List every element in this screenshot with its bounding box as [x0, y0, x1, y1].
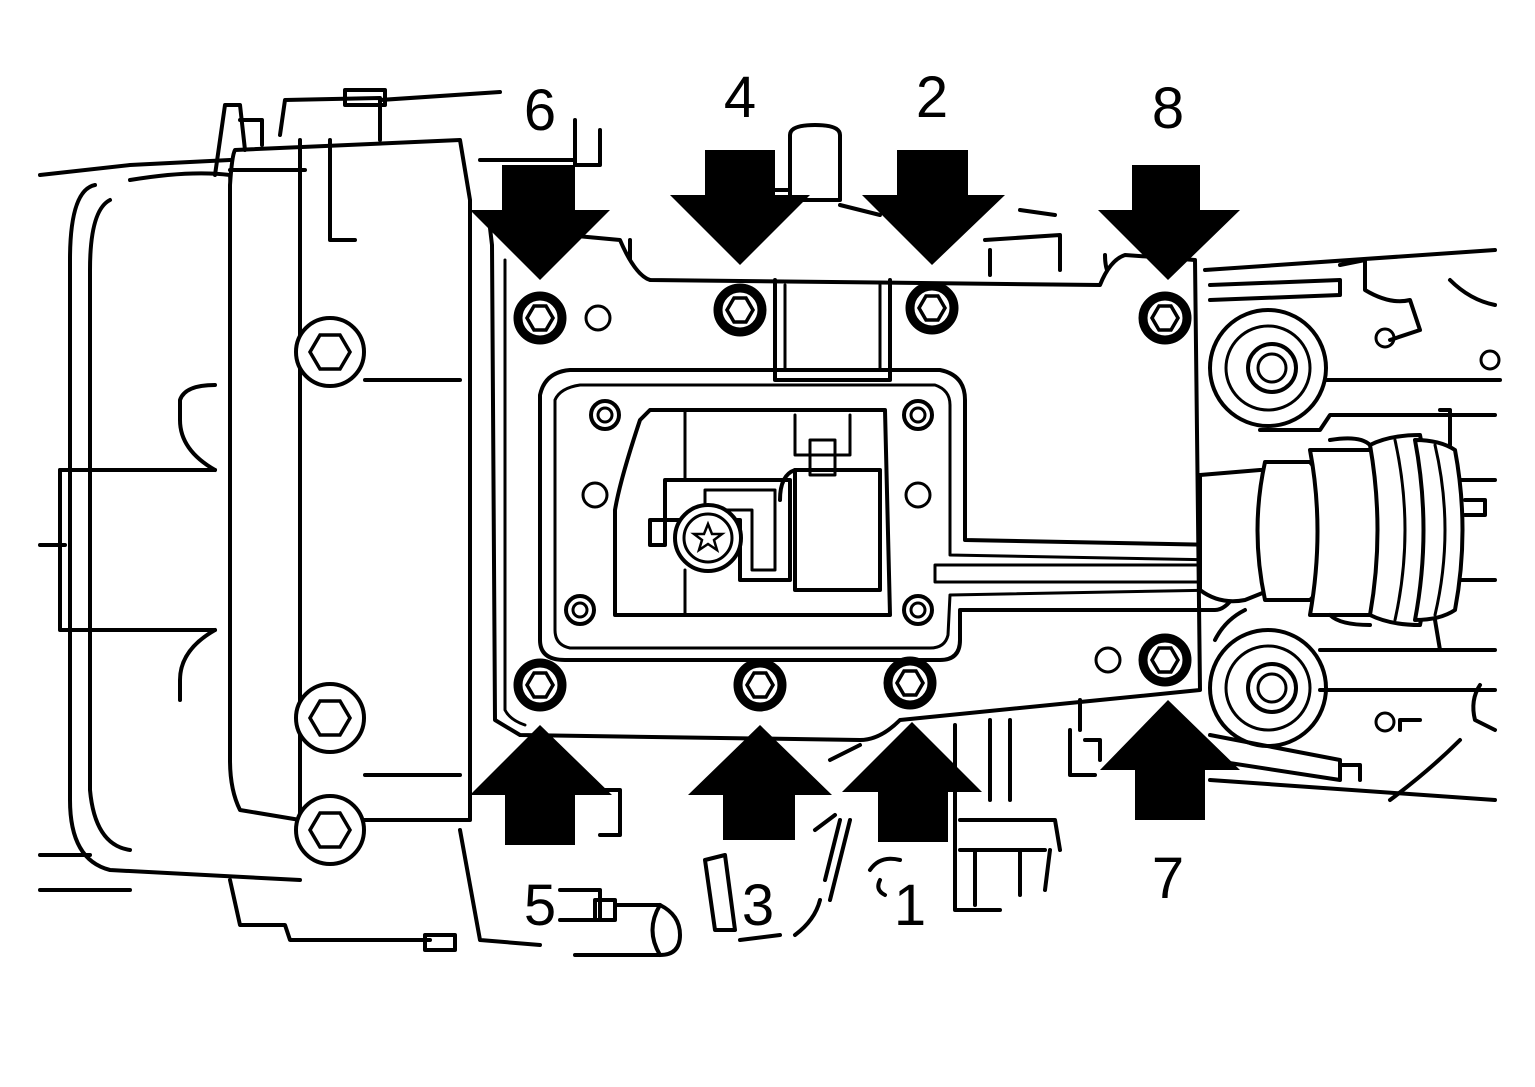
callout-label-6: 6: [524, 78, 556, 143]
left-housing: [38, 88, 602, 952]
flange-bolt-upper: [294, 316, 366, 388]
flange-bolt-lower: [294, 794, 366, 866]
right-shaft-assembly: [1198, 248, 1502, 802]
callout-label-8: 8: [1152, 76, 1184, 141]
callout-arrows: [470, 150, 1240, 845]
callout-label-2: 2: [916, 65, 948, 130]
bolt-3: [733, 658, 787, 712]
bolt-4: [713, 283, 767, 337]
cover-bolts: [513, 281, 1192, 712]
callout-label-5: 5: [524, 873, 556, 938]
callout-label-3: 3: [742, 873, 774, 938]
bolt-2: [905, 281, 959, 335]
bolt-7: [1138, 633, 1192, 687]
arrow-8: [1098, 165, 1240, 280]
bolt-6: [513, 291, 567, 345]
callout-label-1: 1: [894, 873, 926, 938]
bolt-8: [1138, 291, 1192, 345]
bolt-5: [513, 658, 567, 712]
arrow-2: [862, 150, 1005, 265]
arrow-6: [470, 165, 610, 280]
arrow-4: [670, 150, 810, 265]
bolt-1: [883, 656, 937, 710]
cover-screws: [564, 304, 1122, 674]
arrow-3: [688, 725, 832, 840]
arrow-7: [1100, 700, 1240, 820]
arrow-1: [842, 722, 982, 842]
flange-bolt-middle: [294, 682, 366, 754]
callout-labels: 6 4 2 8 5 3 1 7: [524, 65, 1184, 938]
callout-label-7: 7: [1152, 846, 1184, 911]
shift-cover-plate: [488, 226, 1242, 742]
callout-label-4: 4: [724, 65, 756, 130]
arrow-5: [470, 725, 612, 845]
